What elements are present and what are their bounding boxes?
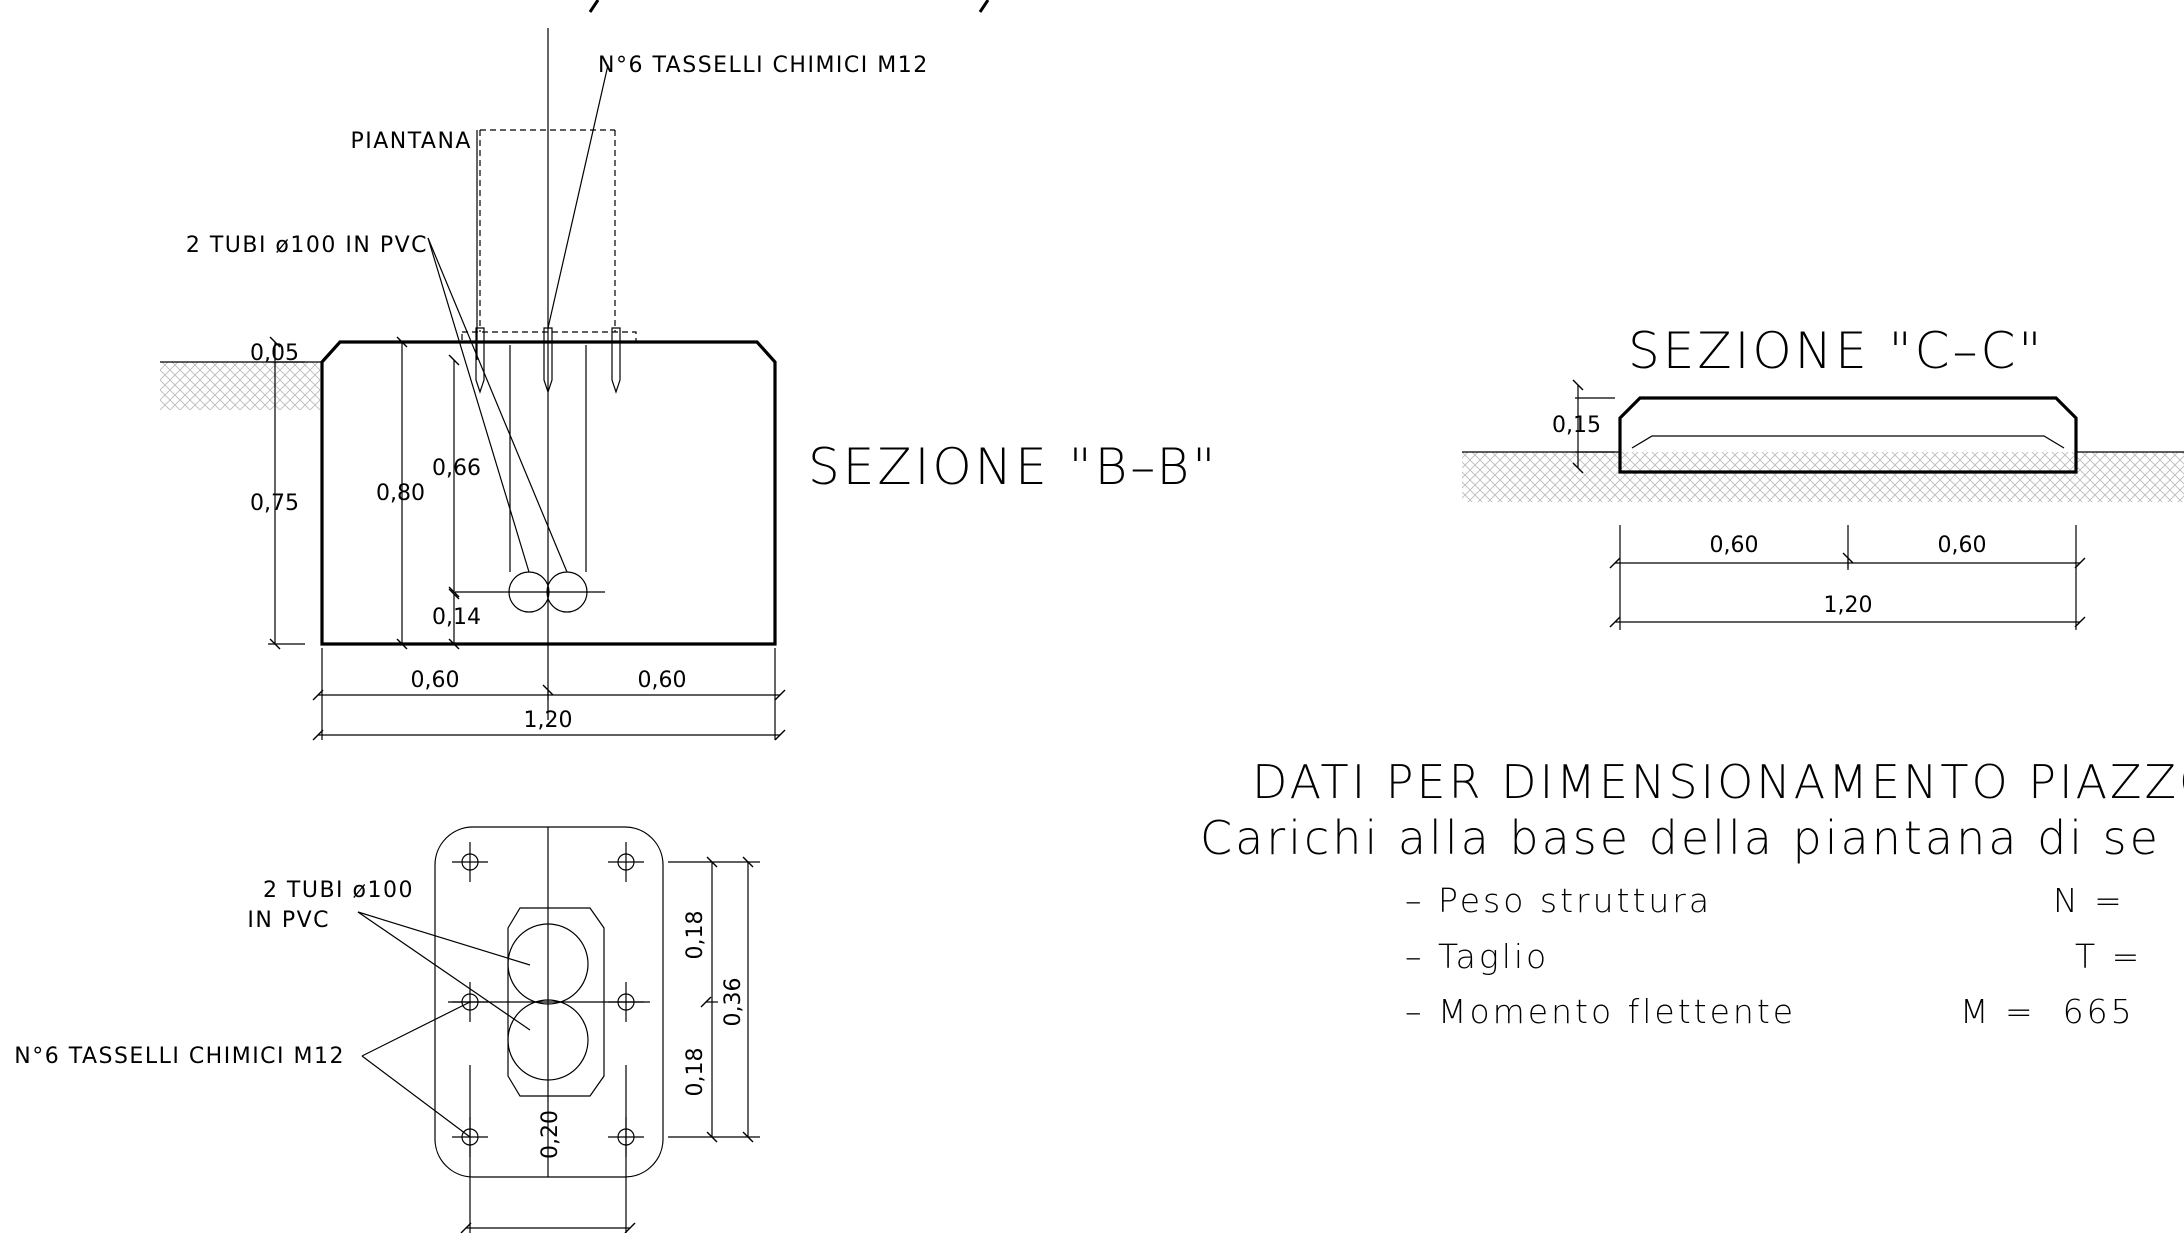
design-data: DATI PER DIMENSIONAMENTO PIAZZO Carichi …	[1200, 755, 2184, 1031]
plan-pipes	[507, 907, 605, 1097]
row-value-shear: T =	[2075, 937, 2142, 976]
label-pipes-plan-line1: 2 TUBI ø100	[263, 878, 414, 903]
dim-036-plan: 0,36	[721, 978, 746, 1027]
label-post: PIANTANA	[350, 129, 472, 154]
dim-060-right-bb: 0,60	[638, 668, 687, 693]
dim-014: 0,14	[432, 605, 481, 630]
section-cc: SEZIONE "C–C" 0,15 0,60 0,60 1,20	[1462, 322, 2184, 630]
row-label-shear: – Taglio	[1405, 937, 1549, 976]
dim-060-right-cc: 0,60	[1938, 533, 1987, 558]
title-section-cc: SEZIONE "C–C"	[1628, 322, 2044, 380]
row-label-moment: – Momento flettente	[1405, 992, 1796, 1031]
design-data-subtitle: Carichi alla base della piantana di se	[1200, 811, 2161, 865]
dim-066: 0,66	[432, 456, 481, 481]
dim-015-cc: 0,15	[1552, 413, 1601, 438]
dim-060-left-cc: 0,60	[1710, 533, 1759, 558]
dim-018-top-plan: 0,18	[683, 911, 708, 960]
label-pipes-plan-line2: IN PVC	[247, 908, 330, 933]
plan-view: 2 TUBI ø100 IN PVC N°6 TASSELLI CHIMICI …	[14, 826, 760, 1234]
leaders-plan	[357, 911, 531, 1138]
row-value-weight: N =	[2053, 881, 2125, 920]
row-label-weight: – Peso struttura	[1405, 881, 1712, 920]
dims-plan	[460, 856, 760, 1234]
row-value-moment: M = 665	[1960, 992, 2135, 1031]
top-marks	[588, 0, 990, 13]
dim-120-cc: 1,20	[1824, 593, 1873, 618]
dims-cc	[1572, 379, 2086, 630]
dim-080: 0,80	[376, 481, 425, 506]
dim-075: 0,75	[250, 491, 299, 516]
dims-horizontal-bb	[312, 648, 786, 741]
dim-120-bb: 1,20	[524, 708, 573, 733]
slab-inner-line	[1631, 435, 2065, 449]
design-data-title: DATI PER DIMENSIONAMENTO PIAZZO	[1252, 755, 2184, 809]
dim-005: 0,05	[250, 341, 299, 366]
post-outline	[479, 129, 616, 332]
pvc-pipes	[455, 345, 605, 613]
ground-hatch-left	[160, 362, 320, 410]
section-bb: N°6 TASSELLI CHIMICI M12 PIANTANA 2 TUBI…	[160, 28, 1218, 741]
foundation-block	[320, 340, 777, 646]
dim-060-left-bb: 0,60	[411, 668, 460, 693]
label-anchors-bb: N°6 TASSELLI CHIMICI M12	[598, 53, 929, 78]
label-anchors-plan: N°6 TASSELLI CHIMICI M12	[14, 1044, 345, 1069]
leaders-bb	[427, 64, 609, 573]
base-plate	[461, 331, 637, 343]
dim-018-bottom-plan: 0,18	[683, 1048, 708, 1097]
title-section-bb: SEZIONE "B–B"	[808, 438, 1218, 496]
label-pipes-bb: 2 TUBI ø100 IN PVC	[186, 233, 428, 258]
dim-020-plan: 0,20	[538, 1110, 563, 1159]
dims-vertical-bb	[268, 336, 460, 650]
anchor-bolts	[475, 327, 621, 394]
plan-outline	[434, 826, 664, 1178]
slab-cc	[1618, 396, 2078, 474]
